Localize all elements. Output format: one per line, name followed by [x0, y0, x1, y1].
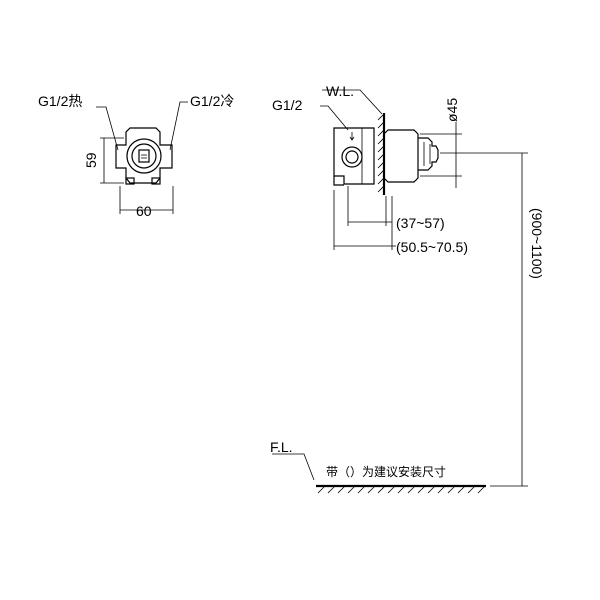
hot-inlet-leader [96, 106, 119, 151]
cartridge-inner-circle [131, 143, 157, 169]
spindle [418, 137, 439, 171]
valve-body-front [115, 127, 173, 184]
wall-line-leader [322, 89, 383, 115]
floor-line-leader [272, 453, 315, 481]
valve-body-side [333, 127, 375, 185]
cartridge-outer-circle [126, 138, 162, 174]
front-view: G1/2热 G1/2冷 59 60 [38, 93, 234, 219]
dim-line-diameter [420, 122, 462, 188]
floor-hatching [317, 485, 486, 494]
dim-depth-total: (50.5~70.5) [396, 239, 468, 255]
dim-line-depth-min [347, 186, 392, 226]
floor: F.L. 带（）为建议安装尺寸 [270, 439, 486, 494]
cartridge-square [138, 149, 150, 163]
trim-cover [383, 129, 419, 183]
wall-line-label: W.L. [326, 83, 354, 99]
spindle-lines [423, 142, 431, 166]
side-port-inner [345, 150, 359, 164]
dim-height-front: 59 [83, 152, 99, 168]
dim-width-front: 60 [136, 203, 152, 219]
floor-line-label: F.L. [270, 439, 293, 455]
install-note: 带（）为建议安装尺寸 [326, 464, 446, 479]
wall-hatching [377, 113, 385, 193]
dim-line-60 [119, 186, 174, 214]
dim-line-depth-total [333, 190, 396, 250]
side-thread-leader [320, 105, 349, 131]
cold-inlet-label: G1/2冷 [190, 93, 234, 109]
dim-line-install-height [440, 152, 528, 487]
dim-install-height: (900~1100) [529, 208, 545, 279]
dim-depth-min: (37~57) [396, 215, 445, 231]
dim-diameter: ø45 [444, 98, 460, 122]
body-foot [333, 176, 344, 186]
flow-arrow [349, 132, 355, 141]
hot-inlet-label: G1/2热 [38, 93, 82, 109]
cold-inlet-leader [169, 101, 188, 151]
side-view: W.L. G1/2 ø45 (37~57) (50.5~70.5) (900~1… [272, 83, 545, 487]
cartridge-marks [141, 154, 147, 159]
dim-line-59 [100, 137, 124, 184]
port-right [151, 177, 161, 185]
port-left [125, 177, 135, 185]
side-port-outer [341, 146, 363, 168]
side-thread-label: G1/2 [272, 97, 303, 113]
